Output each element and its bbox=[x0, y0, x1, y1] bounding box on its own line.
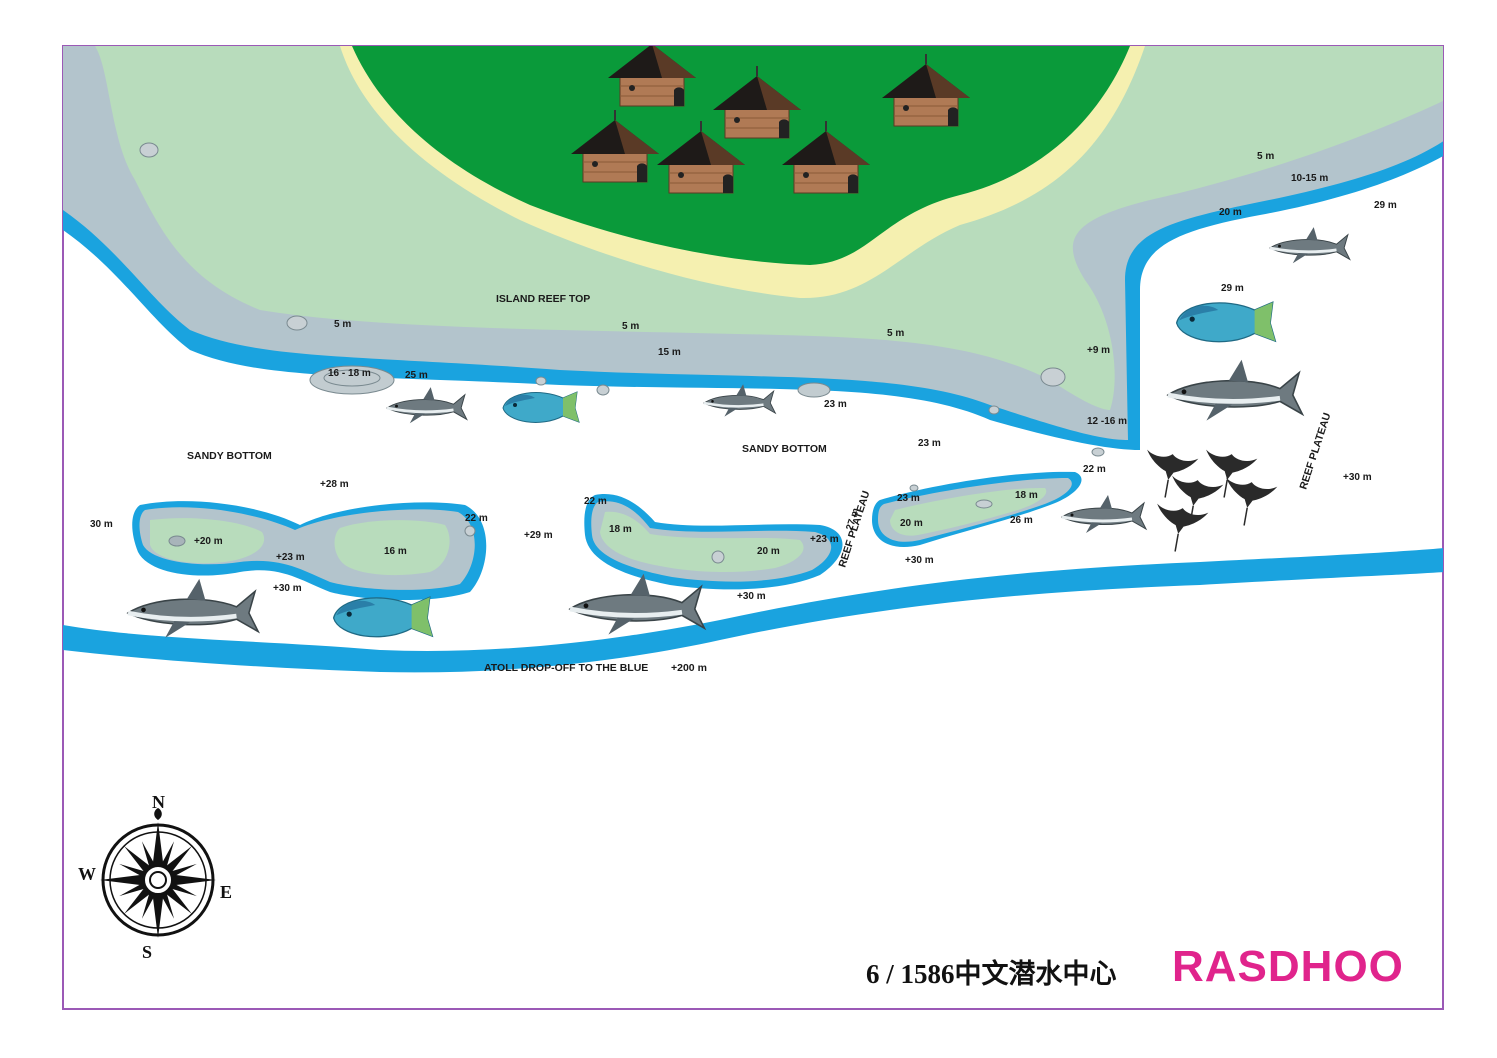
depth-label: +9 m bbox=[1087, 345, 1110, 356]
depth-label: 29 m bbox=[1374, 200, 1397, 211]
depth-label: 20 m bbox=[900, 518, 923, 529]
depth-label: 18 m bbox=[609, 524, 632, 535]
depth-label: 5 m bbox=[334, 319, 351, 330]
depth-label: +30 m bbox=[1343, 472, 1372, 483]
sandy-bottom-center-label: SANDY BOTTOM bbox=[742, 443, 827, 455]
manta-ray-icon bbox=[1138, 448, 1279, 557]
depth-label: 5 m bbox=[887, 328, 904, 339]
depth-label: 20 m bbox=[757, 546, 780, 557]
compass-rose-icon: N E S W bbox=[78, 792, 232, 962]
depth-label: 22 m bbox=[1083, 464, 1106, 475]
patch-reef-3-top bbox=[890, 487, 1047, 536]
depth-label: 22 m bbox=[465, 513, 488, 524]
depth-label: +28 m bbox=[320, 479, 349, 490]
depth-label: +23 m bbox=[276, 552, 305, 563]
depth-label: +20 m bbox=[194, 536, 223, 547]
reef-plateau-right-label: REEF PLATEAU bbox=[1297, 411, 1333, 491]
depth-label: 23 m bbox=[918, 438, 941, 449]
depth-label: 10-15 m bbox=[1291, 173, 1328, 184]
patch-reef-2-top bbox=[600, 511, 804, 573]
depth-label: 16 m bbox=[384, 546, 407, 557]
depth-label: 23 m bbox=[824, 399, 847, 410]
depth-label: 30 m bbox=[90, 519, 113, 530]
rock-icon bbox=[139, 142, 1105, 564]
depth-label: 20 m bbox=[1219, 207, 1242, 218]
patch-reef-1-top-b bbox=[334, 520, 450, 576]
map-title: RASDHOO bbox=[1172, 942, 1404, 991]
compass-west: W bbox=[78, 864, 96, 884]
depth-label: +23 m bbox=[810, 534, 839, 545]
page-number: 6 / 1586中文潜水中心 bbox=[866, 959, 1117, 989]
depth-label: 5 m bbox=[622, 321, 639, 332]
compass-east: E bbox=[220, 882, 232, 902]
depth-label: 16 - 18 m bbox=[328, 368, 371, 379]
depth-label: 18 m bbox=[1015, 490, 1038, 501]
depth-label: +29 m bbox=[524, 530, 553, 541]
atoll-drop-off bbox=[63, 548, 1443, 673]
depth-label: 29 m bbox=[1221, 283, 1244, 294]
island-reef-top-label: ISLAND REEF TOP bbox=[496, 293, 590, 305]
drop-off-label: ATOLL DROP-OFF TO THE BLUE bbox=[484, 662, 648, 674]
sandy-bottom-left-label: SANDY BOTTOM bbox=[187, 450, 272, 462]
depth-label: +30 m bbox=[737, 591, 766, 602]
depth-label: 23 m bbox=[897, 493, 920, 504]
depth-label: 26 m bbox=[1010, 515, 1033, 526]
drop-off-depth-label: +200 m bbox=[671, 662, 707, 674]
depth-label: 25 m bbox=[405, 370, 428, 381]
depth-label: +30 m bbox=[905, 555, 934, 566]
depth-label: +30 m bbox=[273, 583, 302, 594]
depth-label: 15 m bbox=[658, 347, 681, 358]
depth-label: 5 m bbox=[1257, 151, 1274, 162]
compass-south: S bbox=[142, 942, 152, 962]
patch-reef-1-top-a bbox=[150, 518, 265, 564]
compass-north: N bbox=[152, 792, 165, 812]
depth-label: 12 -16 m bbox=[1087, 416, 1127, 427]
depth-label: 22 m bbox=[584, 496, 607, 507]
